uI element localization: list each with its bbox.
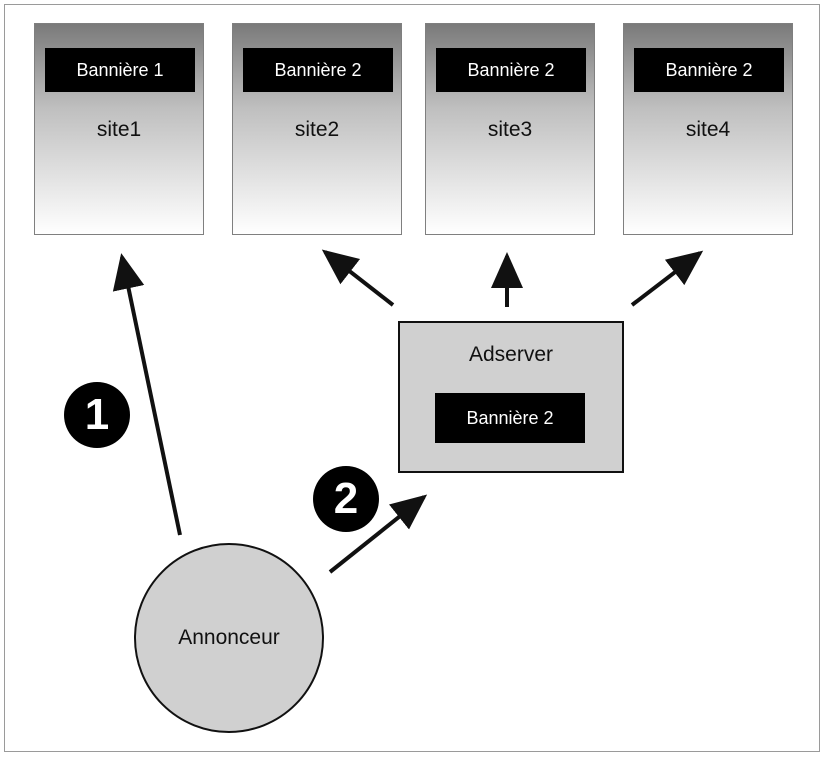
- site-box-4: Bannière 2 site4: [623, 23, 793, 235]
- arrow-adserver-to-site4: [630, 250, 704, 307]
- site-banner: Bannière 2: [436, 48, 586, 92]
- site-box-1: Bannière 1 site1: [34, 23, 204, 235]
- adserver-banner: Bannière 2: [435, 393, 585, 443]
- site-banner: Bannière 2: [634, 48, 784, 92]
- annonceur-circle: Annonceur: [134, 543, 324, 733]
- annonceur-label: Annonceur: [178, 626, 280, 649]
- step-1-badge: 1: [64, 382, 130, 448]
- site-box-3: Bannière 2 site3: [425, 23, 595, 235]
- step-2-badge: 2: [313, 466, 379, 532]
- site-name: site4: [685, 118, 731, 141]
- site-box-2: Bannière 2 site2: [232, 23, 402, 235]
- site-name: site2: [294, 118, 340, 141]
- site-name: site1: [96, 118, 142, 141]
- arrow-annonceur-to-site1: [112, 253, 182, 536]
- adserver-box: Adserver Bannière 2: [398, 321, 624, 473]
- adserver-title: Adserver: [468, 343, 554, 366]
- site-name: site3: [487, 118, 533, 141]
- arrow-annonceur-to-adserver: [328, 494, 428, 574]
- site-banner: Bannière 2: [243, 48, 393, 92]
- arrow-adserver-to-site2: [321, 249, 395, 307]
- site-banner: Bannière 1: [45, 48, 195, 92]
